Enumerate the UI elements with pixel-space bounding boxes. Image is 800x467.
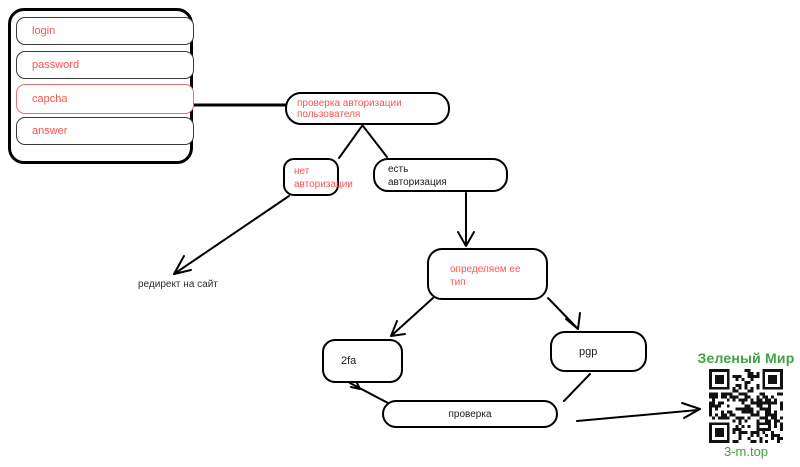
qr-title: Зеленый Мир xyxy=(697,350,795,366)
arrowhead-redirect xyxy=(173,255,192,275)
node-2fa-label: 2fa xyxy=(341,355,357,367)
node-has-auth-line2: авторизация xyxy=(388,177,447,188)
qr-caption: 3-m.top xyxy=(723,444,769,459)
node-determine-type: определяем ее тип xyxy=(427,248,548,300)
redirect-label: редирект на сайт xyxy=(138,279,218,290)
edge-determine-to-2fa xyxy=(390,297,434,337)
edge-2fa-to-check xyxy=(349,382,389,404)
arrowhead-determine xyxy=(457,231,475,247)
edge-authcheck-to-hasauth xyxy=(362,125,388,158)
arrowhead-qr xyxy=(681,402,701,419)
qr-code xyxy=(706,369,786,443)
node-no-auth: нет авторизации xyxy=(283,158,353,196)
node-2fa: 2fa xyxy=(322,339,403,383)
node-no-auth-line1: нет xyxy=(294,166,310,177)
node-auth-check: проверка авторизации пользователя xyxy=(285,92,450,125)
password-field: password xyxy=(16,51,194,79)
login-field: login xyxy=(16,17,194,45)
node-pgp-label: pgp xyxy=(579,345,598,358)
node-has-auth: есть авторизация xyxy=(373,158,508,192)
edge-authcheck-to-noauth xyxy=(338,125,363,159)
node-auth-check-label: проверка авторизации пользователя xyxy=(297,97,402,120)
answer-field: answer xyxy=(16,117,194,145)
capcha-field: capcha xyxy=(16,84,194,114)
node-determine-line1: определяем ее xyxy=(450,264,521,275)
node-has-auth-line1: есть xyxy=(388,164,409,175)
node-no-auth-line2: авторизации xyxy=(294,179,353,190)
node-check: проверка xyxy=(382,400,558,428)
node-determine-line2: тип xyxy=(450,277,466,288)
edge-pgp-to-check xyxy=(563,373,591,402)
arrowhead-2fa xyxy=(390,320,406,337)
edge-check-to-qr xyxy=(576,409,699,422)
qr-block: Зеленый Мир 3-m.top xyxy=(694,350,798,459)
edge-noauth-to-redirect xyxy=(173,195,290,275)
node-pgp: pgp xyxy=(550,331,647,372)
node-check-label: проверка xyxy=(448,408,492,420)
arrowhead-pgp xyxy=(565,312,581,330)
login-form-box: login password capcha answer xyxy=(8,8,194,164)
